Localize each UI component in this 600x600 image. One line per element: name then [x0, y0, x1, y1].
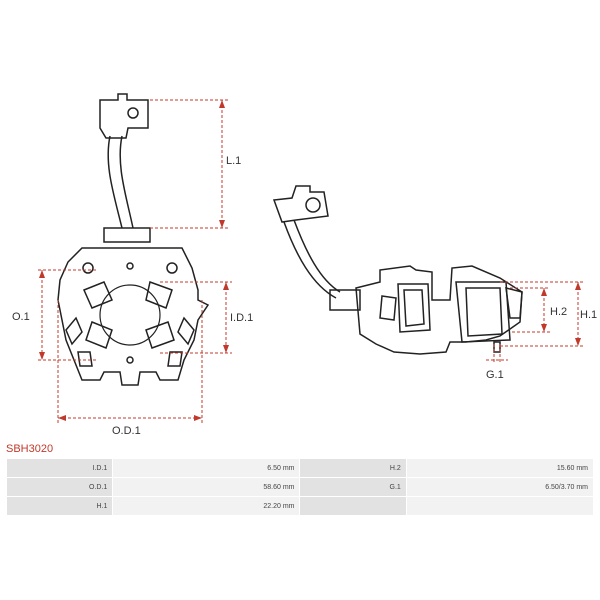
spec-value: 58.60 mm — [112, 477, 301, 497]
part-number: SBH3020 — [6, 443, 54, 455]
spec-key — [299, 496, 407, 516]
label-h2: H.2 — [550, 306, 567, 318]
label-id1: I.D.1 — [230, 312, 253, 324]
spec-key: G.1 — [299, 477, 407, 497]
label-h1: H.1 — [580, 309, 597, 321]
spec-key: O.D.1 — [5, 477, 114, 497]
spec-key: I.D.1 — [5, 458, 114, 478]
label-o1: O.1 — [12, 311, 30, 323]
spec-table: I.D.1 6.50 mm H.2 15.60 mm O.D.1 58.60 m… — [5, 458, 595, 516]
spec-value: 6.50 mm — [112, 458, 301, 478]
front-view — [57, 93, 210, 386]
spec-key: H.1 — [5, 496, 114, 516]
label-g1: G.1 — [486, 369, 504, 381]
spec-row: O.D.1 58.60 mm G.1 6.50/3.70 mm — [5, 477, 595, 497]
technical-drawing: L.1 O.1 I.D.1 O.D.1 H.1 H.2 G.1 — [12, 93, 597, 437]
spec-value: 6.50/3.70 mm — [405, 477, 595, 497]
spec-row: H.1 22.20 mm — [5, 496, 595, 516]
label-od1: O.D.1 — [112, 425, 141, 437]
spec-row: I.D.1 6.50 mm H.2 15.60 mm — [5, 458, 595, 478]
dimension-arrows — [39, 100, 581, 421]
spec-key: H.2 — [299, 458, 407, 478]
side-view — [272, 185, 523, 355]
spec-value: 15.60 mm — [405, 458, 595, 478]
spec-value: 22.20 mm — [112, 496, 301, 516]
spec-value — [405, 496, 595, 516]
label-l1: L.1 — [226, 155, 241, 167]
